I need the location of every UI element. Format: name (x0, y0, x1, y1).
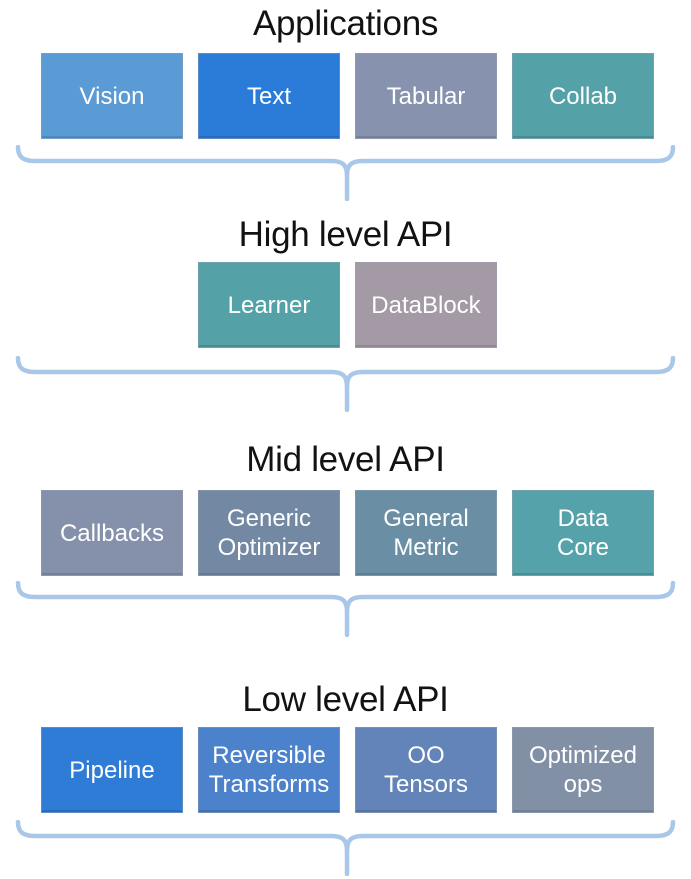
box-optimized-ops: Optimized ops (512, 727, 654, 813)
mid-level-row: Callbacks Generic Optimizer General Metr… (41, 490, 654, 576)
brace-path (15, 356, 676, 412)
box-data-core: Data Core (512, 490, 654, 576)
box-generic-optimizer: Generic Optimizer (198, 490, 340, 576)
box-learner: Learner (198, 262, 340, 348)
tier-title-applications: Applications (252, 4, 439, 43)
brace-path (15, 581, 676, 637)
brace-path (15, 820, 676, 876)
underbrace-mid-level (15, 581, 676, 637)
box-reversible-transforms: Reversible Transforms (198, 727, 340, 813)
tier-title-mid-level-api: Mid level API (246, 440, 445, 479)
box-collab: Collab (512, 53, 654, 139)
box-callbacks: Callbacks (41, 490, 183, 576)
box-tabular: Tabular (355, 53, 497, 139)
box-vision: Vision (41, 53, 183, 139)
applications-row: Vision Text Tabular Collab (41, 53, 654, 139)
high-level-row: Learner DataBlock (41, 262, 654, 348)
low-level-row: Pipeline Reversible Transforms OO Tensor… (41, 727, 654, 813)
box-pipeline: Pipeline (41, 727, 183, 813)
underbrace-high-level (15, 356, 676, 412)
box-datablock: DataBlock (355, 262, 497, 348)
tier-title-high-level-api: High level API (238, 215, 453, 254)
box-text: Text (198, 53, 340, 139)
brace-path (15, 145, 676, 201)
tier-title-low-level-api: Low level API (242, 680, 449, 719)
box-oo-tensors: OO Tensors (355, 727, 497, 813)
underbrace-applications (15, 145, 676, 201)
underbrace-low-level (15, 820, 676, 876)
box-general-metric: General Metric (355, 490, 497, 576)
